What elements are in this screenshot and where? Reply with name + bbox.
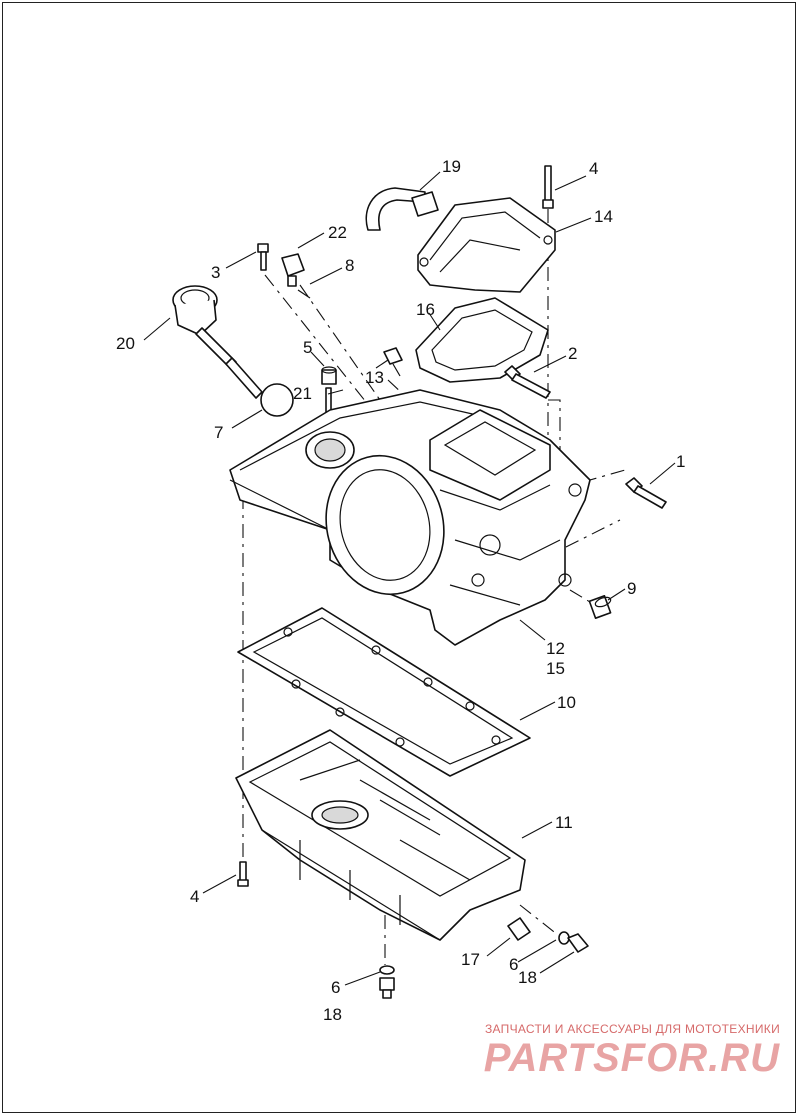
- callout-14: 14: [594, 207, 613, 226]
- callout-9: 9: [627, 579, 636, 598]
- callout-4-bottom: 4: [190, 887, 199, 906]
- callout-2: 2: [568, 344, 577, 363]
- callout-1: 1: [676, 452, 685, 471]
- callout-21: 21: [293, 384, 312, 403]
- callout-12: 12: [546, 639, 565, 658]
- callout-22: 22: [328, 223, 347, 242]
- callout-6-bottom: 6: [331, 978, 340, 997]
- bolt-1-part: [625, 477, 667, 509]
- dowel-21-part: [325, 387, 332, 413]
- small-bolt-3-part: [257, 243, 269, 271]
- cover-gasket-part: [415, 297, 549, 383]
- cover-part: [417, 197, 556, 293]
- main-housing-12-part: [229, 389, 591, 646]
- o-ring-6-bottom-part: [379, 965, 395, 975]
- watermark: ЗАПЧАСТИ И АКСЕССУАРЫ ДЛЯ МОТОТЕХНИКИ PA…: [450, 1022, 780, 1080]
- callout-6-right: 6: [509, 955, 518, 974]
- callout-10: 10: [557, 693, 576, 712]
- drain-plug-18-right-part: [567, 933, 589, 953]
- fitting-17-part: [507, 917, 531, 941]
- oil-pan-11-part: [235, 729, 526, 941]
- callout-18-right: 18: [518, 968, 537, 987]
- breather-tube-part: [365, 187, 439, 231]
- callout-16: 16: [416, 300, 435, 319]
- watermark-brand: PARTSFOR.RU: [483, 1036, 780, 1080]
- callout-4-top: 4: [589, 159, 598, 178]
- dipstick-20-part: [172, 285, 263, 399]
- bolt-2-part: [504, 365, 551, 399]
- callouts: 19 4 14 22 3 8 20 16 5 2 13 21 7 1 9 12 …: [116, 157, 685, 1024]
- o-ring-7-part: [260, 383, 294, 417]
- drain-plug-18-bottom-part: [379, 977, 395, 999]
- callout-3: 3: [211, 263, 220, 282]
- cover-bolt-part: [542, 165, 554, 209]
- pin-8-part: [297, 289, 311, 299]
- callout-20: 20: [116, 334, 135, 353]
- watermark-tagline: ЗАПЧАСТИ И АКСЕССУАРЫ ДЛЯ МОТОТЕХНИКИ: [484, 1022, 780, 1036]
- callout-11: 11: [555, 813, 573, 832]
- callout-7: 7: [214, 423, 223, 442]
- bushing-9-part: [588, 595, 612, 619]
- callout-17: 17: [461, 950, 480, 969]
- pan-bolt-4-part: [237, 861, 249, 887]
- callout-8: 8: [345, 256, 354, 275]
- callout-13: 13: [365, 368, 384, 387]
- sensor-13-part: [383, 347, 403, 377]
- fitting-22-part: [281, 253, 305, 287]
- callout-19: 19: [442, 157, 461, 176]
- callout-5: 5: [303, 338, 312, 357]
- callout-15: 15: [546, 659, 565, 678]
- oil-pan-gasket-10-part: [237, 607, 531, 777]
- plug-5-part: [321, 366, 337, 385]
- leader-lines: [143, 171, 676, 986]
- callout-18-bottom: 18: [323, 1005, 342, 1024]
